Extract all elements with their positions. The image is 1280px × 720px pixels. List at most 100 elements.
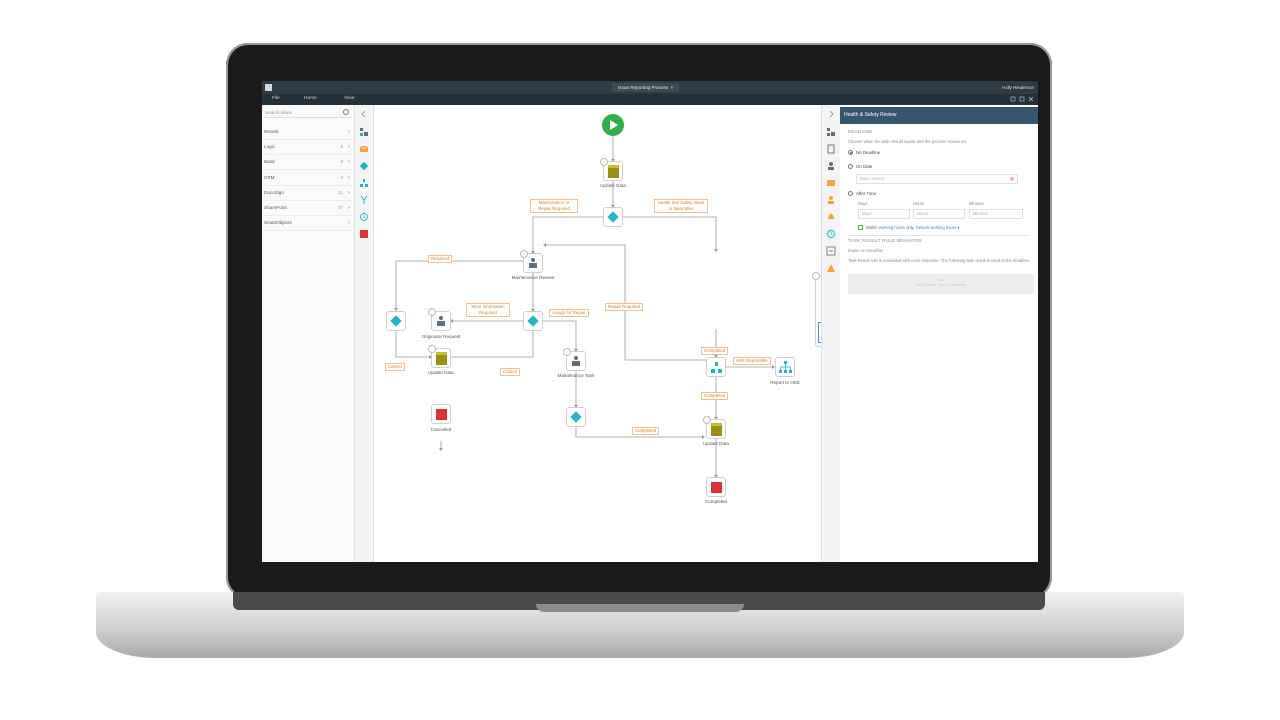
- tag-repair-required[interactable]: Repair Required: [605, 303, 643, 311]
- tag-completed[interactable]: Completed: [701, 392, 729, 400]
- chevron-right-icon: >: [347, 159, 350, 164]
- cancelled-end-step[interactable]: [431, 404, 451, 424]
- stop-icon: [711, 482, 722, 493]
- no-deadline-radio[interactable]: [848, 150, 853, 155]
- split-step[interactable]: [706, 357, 726, 377]
- workflow-canvas[interactable]: Update Data Maintenance or Repair Requir…: [374, 105, 911, 562]
- escalation-icon[interactable]: [826, 246, 836, 256]
- button-line-1: Add: [937, 277, 945, 282]
- step-badge: [428, 345, 436, 353]
- step-toolstrip: [355, 105, 374, 562]
- category-smartobjects[interactable]: SmartObjects>: [264, 216, 352, 231]
- timer-icon[interactable]: [359, 212, 369, 222]
- category-recent[interactable]: Recent>: [264, 125, 352, 140]
- tag-hse-reportable[interactable]: HSE Reportable: [733, 357, 771, 365]
- smartobject-icon: [608, 165, 619, 178]
- search-icon: [343, 109, 349, 115]
- on-date-radio[interactable]: [848, 164, 853, 169]
- form-icon[interactable]: [826, 144, 836, 154]
- document-tab[interactable]: Issue Reporting Process ×: [612, 83, 680, 92]
- split-icon: [711, 362, 722, 373]
- after-time-label: After Time: [856, 191, 877, 196]
- completed-end-step[interactable]: [706, 477, 726, 497]
- tag-more-information[interactable]: More Information Required: [466, 303, 510, 317]
- update-data-step[interactable]: [428, 345, 451, 368]
- email-icon[interactable]: [826, 178, 836, 188]
- search-steps-input[interactable]: Search steps: [264, 108, 352, 118]
- notification-bell-icon[interactable]: [826, 212, 836, 222]
- user-task-icon[interactable]: [359, 127, 369, 137]
- days-label: Days: [858, 201, 868, 206]
- maintenance-review-step[interactable]: [520, 250, 543, 273]
- collapse-right-icon[interactable]: [826, 109, 836, 119]
- after-time-radio[interactable]: [848, 191, 853, 196]
- decision-step[interactable]: [603, 207, 623, 227]
- category-label: Recent: [264, 129, 279, 134]
- tag-health-safety-issue[interactable]: Health and Safety Issue or Near Miss: [654, 199, 708, 213]
- user-task-icon[interactable]: [826, 127, 836, 137]
- end-icon[interactable]: [359, 229, 369, 239]
- tag-assign-for-repair[interactable]: Assign for Repair: [549, 309, 589, 317]
- menu-view[interactable]: View: [344, 96, 355, 101]
- chevron-right-icon: >: [347, 190, 350, 195]
- date-placeholder: Date / Select: [860, 176, 884, 181]
- decision-step[interactable]: [523, 311, 543, 331]
- decision-step[interactable]: [566, 407, 586, 427]
- update-data-step[interactable]: [703, 416, 726, 439]
- hours-input[interactable]: Hours: [913, 209, 965, 219]
- collapse-left-icon[interactable]: [359, 109, 369, 119]
- category-label: Logic: [264, 144, 275, 149]
- user-name[interactable]: Holly Henderson: [1002, 85, 1034, 90]
- calendar-icon[interactable]: ▦: [1010, 176, 1014, 181]
- split-icon[interactable]: [359, 178, 369, 188]
- originator-request-step[interactable]: [428, 308, 451, 331]
- working-hours-link[interactable]: working hours: [878, 225, 905, 230]
- decision-icon[interactable]: [359, 161, 369, 171]
- decision-icon: [570, 411, 582, 423]
- menu-home[interactable]: Home: [304, 96, 317, 101]
- report-to-hse-step[interactable]: [775, 357, 795, 377]
- decision-step[interactable]: [386, 311, 406, 331]
- step-badge: [520, 250, 528, 258]
- warning-icon[interactable]: [826, 263, 836, 273]
- minutes-input[interactable]: Minutes: [969, 209, 1023, 219]
- on-date-label: On Date: [856, 164, 873, 169]
- clock-icon[interactable]: [826, 229, 836, 239]
- working-hours-checkbox[interactable]: [858, 225, 863, 230]
- date-field[interactable]: Date / Select ▦: [856, 174, 1018, 184]
- maintenance-task-step[interactable]: [563, 348, 586, 371]
- step-label: Maintenance Task: [557, 373, 595, 378]
- email-icon[interactable]: [359, 144, 369, 154]
- update-data-step[interactable]: [600, 158, 623, 181]
- step-label: Completed: [704, 499, 728, 504]
- menu-file[interactable]: File: [272, 96, 280, 101]
- recipients-icon[interactable]: [826, 161, 836, 171]
- tag-cancel[interactable]: Cancel: [500, 368, 520, 376]
- minutes-label: Minutes: [969, 201, 984, 206]
- tag-resolved[interactable]: Resolved: [428, 255, 453, 263]
- default-working-hours-link[interactable]: Default working hours: [915, 225, 957, 230]
- tag-completed[interactable]: Completed: [701, 347, 729, 355]
- merge-icon[interactable]: [359, 195, 369, 205]
- tag-cancel[interactable]: Cancel: [385, 363, 405, 371]
- step-label: Originator Request: [421, 334, 461, 339]
- category-label: DocuSign: [264, 190, 284, 195]
- category-label: SmartObjects: [264, 220, 292, 225]
- hours-label: Hours: [913, 201, 925, 206]
- task-result-rule-button[interactable]: Add Task Result rule on deadline: [848, 274, 1034, 294]
- days-input[interactable]: Days: [858, 209, 910, 219]
- chevron-down-icon[interactable]: ▾: [957, 225, 960, 230]
- tag-maintenance-or-repair[interactable]: Maintenance or Repair Required: [530, 199, 578, 213]
- start-icon[interactable]: [601, 113, 625, 137]
- working-hours-text: Within working hours only, Default worki…: [866, 225, 960, 230]
- tag-completed[interactable]: Completed: [632, 427, 660, 435]
- permissions-icon[interactable]: [826, 195, 836, 205]
- title-bar: Issue Reporting Process × Holly Henderso…: [262, 81, 1038, 94]
- window-controls[interactable]: [1010, 96, 1034, 102]
- decision-icon: [607, 211, 619, 223]
